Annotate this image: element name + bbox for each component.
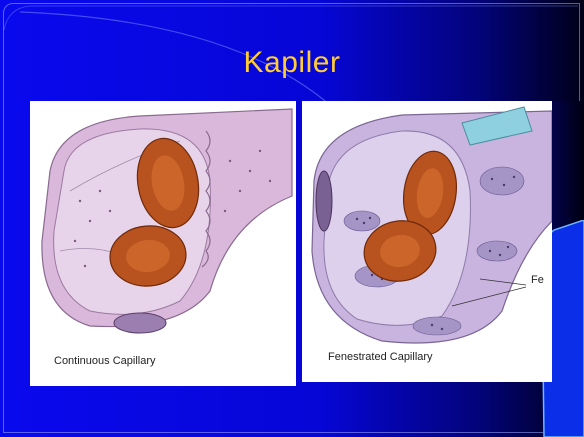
right-dark-strip <box>552 101 584 437</box>
slide-title: Kapiler <box>0 46 584 80</box>
continuous-capillary-caption: Continuous Capillary <box>54 355 156 367</box>
fenestration-label: Fe <box>531 274 544 286</box>
continuous-capillary-illustration <box>30 101 296 386</box>
fenestrated-capillary-figure: Fe Fenestrated Capillary <box>302 101 552 382</box>
fenestrated-capillary-caption: Fenestrated Capillary <box>328 351 433 363</box>
fenestrated-capillary-illustration <box>302 101 552 382</box>
continuous-capillary-figure: Continuous Capillary <box>30 101 296 386</box>
